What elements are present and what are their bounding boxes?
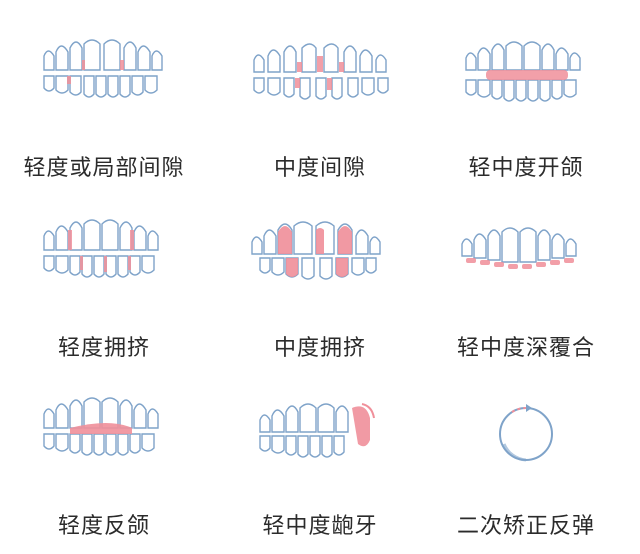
case-item-moderate-crowding[interactable]: 中度拥挤 <box>220 206 420 376</box>
case-item-label: 轻中度龅牙 <box>262 514 378 539</box>
mild-crossbite-teeth-icon <box>4 384 204 484</box>
case-item-relapse[interactable]: 二次矫正反弹 <box>426 384 626 554</box>
case-item-deep-bite[interactable]: 轻中度深覆合 <box>426 206 626 376</box>
case-item-crossbite[interactable]: 轻度反颌 <box>4 384 204 554</box>
case-item-label: 轻度或局部间隙 <box>23 156 185 181</box>
case-item-label: 中度拥挤 <box>273 336 366 361</box>
retreatment-relapse-icon <box>426 384 626 484</box>
mild-crowding-teeth-icon <box>4 206 204 306</box>
case-item-mild-spacing[interactable]: 轻度或局部间隙 <box>4 26 204 196</box>
mild-moderate-deep-bite-teeth-icon <box>426 206 626 306</box>
case-item-open-bite[interactable]: 轻中度开颌 <box>426 26 626 196</box>
case-item-label: 轻中度深覆合 <box>456 336 595 361</box>
moderate-spacing-teeth-icon <box>220 26 420 126</box>
moderate-crowding-teeth-icon <box>220 206 420 306</box>
mild-moderate-open-bite-teeth-icon <box>426 26 626 126</box>
mild-or-local-spacing-teeth-icon <box>4 26 204 126</box>
case-type-grid: 轻度或局部间隙 <box>4 26 626 539</box>
case-item-label: 二次矫正反弹 <box>456 514 595 539</box>
case-item-moderate-spacing[interactable]: 中度间隙 <box>220 26 420 196</box>
case-item-mild-crowding[interactable]: 轻度拥挤 <box>4 206 204 376</box>
case-item-label: 轻度拥挤 <box>57 336 150 361</box>
case-item-label: 中度间隙 <box>273 156 366 181</box>
mild-moderate-buck-teeth-icon <box>220 384 420 484</box>
case-item-label: 轻度反颌 <box>57 514 150 539</box>
case-item-label: 轻中度开颌 <box>468 156 584 181</box>
case-item-buck-teeth[interactable]: 轻中度龅牙 <box>220 384 420 554</box>
